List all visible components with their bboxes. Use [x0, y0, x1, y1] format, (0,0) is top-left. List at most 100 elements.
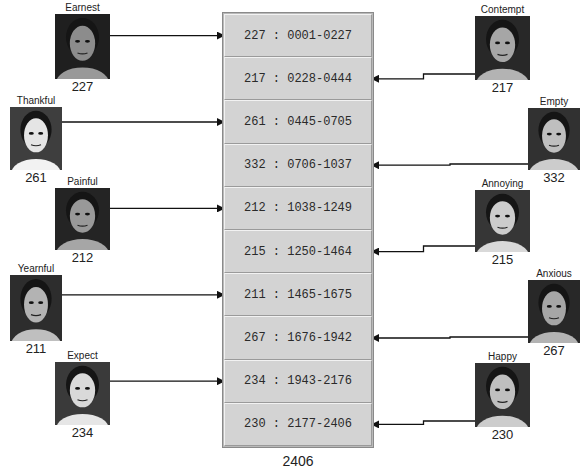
emotion-label: Contempt [475, 4, 530, 16]
face-photo [55, 14, 110, 79]
face-photo [55, 188, 110, 250]
row-text: 215 : 1250-1464 [244, 245, 352, 259]
frame-count: 230 [475, 427, 530, 443]
face [24, 287, 48, 323]
face-photo [10, 275, 62, 341]
arrow-connector [62, 294, 224, 295]
arrow-connector [372, 246, 475, 252]
mouth [549, 145, 559, 147]
table-row: 227 : 0001-0227 [224, 14, 372, 57]
arrow-connector [372, 164, 528, 165]
table-row: 217 : 0228-0444 [224, 57, 372, 100]
face-photo [55, 362, 110, 425]
face-node: Thankful 261 [10, 95, 62, 186]
shoulders [529, 159, 579, 170]
frame-count: 227 [55, 79, 110, 95]
face-node: Painful212 [55, 176, 110, 266]
face-node: Contempt217 [475, 4, 530, 96]
table-row: 211 : 1465-1675 [224, 273, 372, 316]
shoulders [56, 239, 109, 250]
face-photo [528, 108, 580, 170]
row-text: 230 : 2177-2406 [244, 417, 352, 431]
face [542, 119, 566, 152]
emotion-label: Thankful [10, 95, 62, 107]
frame-count: 234 [55, 425, 110, 441]
table-row: 230 : 2177-2406 [224, 403, 372, 446]
eye [29, 301, 34, 304]
face [24, 118, 48, 152]
face [70, 373, 95, 407]
arrow-connector [110, 208, 224, 209]
eye [495, 215, 500, 218]
face [490, 375, 515, 410]
arrow-connector [62, 121, 224, 122]
frame-count: 261 [10, 170, 62, 186]
mouth [78, 52, 88, 54]
frame-table: 2406227 : 0001-0227217 : 0228-0444261 : … [222, 12, 374, 448]
mouth [31, 314, 41, 316]
arrow-connector [372, 337, 528, 338]
emotion-label: Yearnful [10, 263, 62, 275]
emotion-label: Annoying [475, 178, 530, 190]
shoulders [476, 416, 529, 427]
eye [556, 305, 561, 308]
emotion-label: Happy [475, 351, 530, 363]
table-row: 267 : 1676-1942 [224, 316, 372, 359]
arrow-connector [372, 74, 475, 79]
eye [495, 388, 500, 391]
eye [547, 305, 552, 308]
shoulders [476, 241, 529, 252]
eye [75, 387, 80, 390]
shoulders [476, 69, 529, 80]
emotion-label: Empty [528, 96, 580, 108]
eye [29, 132, 34, 135]
face-node: Earnest 227 [55, 2, 110, 95]
arrow-connector [372, 421, 475, 424]
face-photo [475, 190, 530, 252]
row-text: 212 : 1038-1249 [244, 201, 352, 215]
emotion-label: Anxious [528, 268, 580, 280]
shoulders [11, 159, 61, 170]
emotion-label: Expect [55, 350, 110, 362]
mouth [31, 144, 41, 146]
total-frames: 2406 [223, 453, 373, 469]
mouth [498, 54, 508, 56]
face-photo [475, 363, 530, 427]
shoulders [56, 67, 109, 79]
mouth [498, 401, 508, 403]
table-row: 261 : 0445-0705 [224, 100, 372, 143]
face [70, 26, 95, 61]
eye [505, 41, 510, 44]
row-text: 227 : 0001-0227 [244, 29, 352, 43]
frame-count: 332 [528, 170, 580, 186]
table-row: 215 : 1250-1464 [224, 230, 372, 273]
eye [38, 301, 43, 304]
eye [75, 213, 80, 216]
face-node: Yearnful 211 [10, 263, 62, 357]
eye [505, 215, 510, 218]
mouth [549, 317, 559, 319]
shoulders [529, 332, 579, 343]
emotion-label: Earnest [55, 2, 110, 14]
face-node: Annoying215 [475, 178, 530, 268]
eye [38, 132, 43, 135]
row-text: 332 : 0706-1037 [244, 158, 352, 172]
eye [75, 40, 80, 43]
eye [85, 213, 90, 216]
shoulders [11, 329, 61, 341]
face-node: Happy 230 [475, 351, 530, 443]
face [70, 199, 95, 232]
face-node: Anxious267 [528, 268, 580, 359]
row-text: 261 : 0445-0705 [244, 115, 352, 129]
mouth [78, 225, 88, 227]
eye [547, 133, 552, 136]
face-photo [528, 280, 580, 343]
frame-count: 211 [10, 341, 62, 357]
shoulders [56, 414, 109, 425]
eye [505, 388, 510, 391]
row-text: 267 : 1676-1942 [244, 331, 352, 345]
face-node: Empty 332 [528, 96, 580, 186]
emotion-label: Painful [55, 176, 110, 188]
eye [556, 133, 561, 136]
face-photo [475, 16, 530, 80]
